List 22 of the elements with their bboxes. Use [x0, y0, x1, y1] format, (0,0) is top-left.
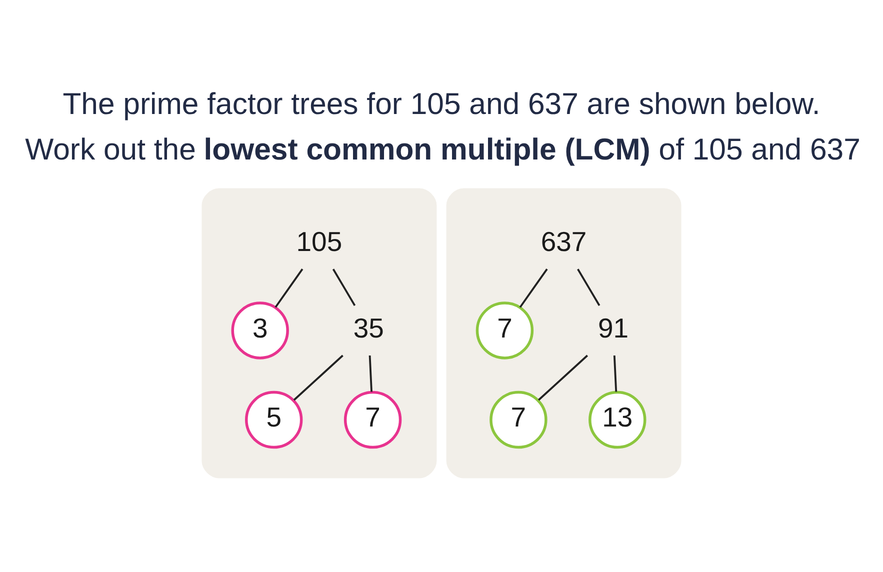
node-circle: 5: [245, 390, 303, 448]
cluster: [202, 188, 437, 478]
cluster: [446, 188, 682, 478]
connector: [519, 268, 548, 308]
node-circle: 13: [588, 390, 646, 448]
connector: [577, 268, 600, 306]
connector: [293, 354, 344, 400]
connector: [332, 268, 356, 306]
node-circle: 7: [476, 301, 534, 359]
node-circle: 7: [344, 390, 402, 448]
node-text: 637: [540, 225, 587, 256]
connector: [368, 354, 372, 392]
connector: [538, 354, 588, 400]
node-text: 91: [598, 312, 629, 343]
node-text: 35: [353, 312, 384, 343]
connector: [274, 268, 304, 308]
connector: [613, 354, 618, 392]
node-circle: 7: [490, 390, 548, 448]
node-circle: 3: [231, 301, 289, 359]
node-text: 105: [296, 225, 342, 256]
label: Work out the lowest common multiple (LCM) of 105 and 637: [25, 133, 860, 166]
diagram-title: The prime factor trees for 105 and 637 are shown below.: [62, 88, 820, 121]
